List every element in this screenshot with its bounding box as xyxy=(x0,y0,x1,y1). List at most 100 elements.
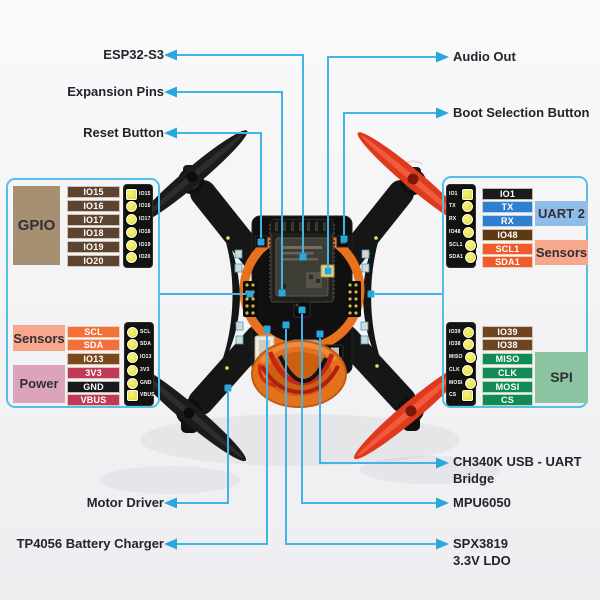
pin-row: IO15 xyxy=(67,186,120,198)
right-bottom-pin-strip: IO39 IO38 MISO CLK MOSI CS xyxy=(446,322,476,406)
pin-dot xyxy=(464,352,476,364)
pin-dot xyxy=(464,377,476,389)
pin-dot xyxy=(127,352,138,364)
pin-row: GND xyxy=(67,380,120,393)
pin-row: IO13 xyxy=(67,353,120,366)
gpio-pin-strip: IO15 IO16 IO17 IO18 IO19 IO20 xyxy=(123,184,153,268)
pin-marker: VBUS xyxy=(126,390,155,402)
pin-dot xyxy=(126,214,137,226)
expansion-header-right xyxy=(346,281,361,317)
pin-row: SDA1 xyxy=(482,256,533,269)
callout-reset-button: Reset Button xyxy=(83,125,164,140)
right-bottom-rows: IO39 IO38 MISO CLK MOSI CS xyxy=(482,325,533,407)
pin-row: IO39 xyxy=(482,325,533,338)
callout-spx3819-line2: 3.3V LDO xyxy=(453,552,511,568)
callout-ch340k-line1: CH340K USB - UART xyxy=(453,454,582,469)
pin-dot xyxy=(127,390,138,402)
left-bottom-pin-strip: SCL SDA IO13 3V3 GND VBUS xyxy=(124,322,155,406)
pin-marker: IO39 xyxy=(448,326,474,338)
sensors-left-title: Sensors xyxy=(13,325,65,351)
pin-marker: IO16 xyxy=(125,201,151,213)
pin-dot xyxy=(127,364,138,376)
pin-row: IO16 xyxy=(67,199,120,212)
pin-dot xyxy=(462,364,473,376)
power-title: Power xyxy=(13,364,65,403)
pin-dot xyxy=(126,188,137,200)
pin-row: VBUS xyxy=(67,394,120,407)
pin-marker: IO19 xyxy=(125,239,151,251)
right-top-pin-strip: IO1 TX RX IO48 SCL1 SDA1 xyxy=(446,184,477,268)
battery xyxy=(251,340,347,408)
pin-row: RX xyxy=(482,215,533,228)
pin-row: 3V3 xyxy=(67,366,120,379)
left-bottom-rows: SCL SDA IO13 3V3 GND VBUS xyxy=(67,325,120,407)
pin-row: IO18 xyxy=(67,227,120,240)
pin-marker: TX xyxy=(448,201,474,213)
pin-dot xyxy=(462,188,473,200)
callout-audio-out: Audio Out xyxy=(453,49,516,64)
pin-marker: IO1 xyxy=(448,188,474,200)
drone-shadow xyxy=(100,466,240,494)
callout-spx3819-line1: SPX3819 xyxy=(453,536,508,551)
pin-row: IO48 xyxy=(482,228,533,241)
pin-marker: IO48 xyxy=(448,226,474,238)
pin-marker: IO18 xyxy=(125,226,151,238)
pin-marker: SCL xyxy=(126,326,152,338)
pin-row: MISO xyxy=(482,353,533,366)
pin-row: MOSI xyxy=(482,380,533,393)
right-top-rows: IO1 TX RX IO48 SCL1 SDA1 xyxy=(482,187,533,269)
gpio-title: GPIO xyxy=(13,186,60,265)
pin-dot xyxy=(127,377,138,389)
mpu6050-chip xyxy=(293,301,311,318)
pin-row: CS xyxy=(482,394,533,407)
right-pinout-panel xyxy=(442,176,588,408)
callout-motor-driver: Motor Driver xyxy=(86,495,164,510)
pin-marker: MISO xyxy=(448,352,476,364)
callout-tp4056: TP4056 Battery Charger xyxy=(16,536,164,551)
pin-dot xyxy=(465,252,477,264)
pin-marker: IO20 xyxy=(125,252,151,264)
pin-marker: MOSI xyxy=(448,377,476,389)
pin-marker: IO15 xyxy=(125,188,151,200)
pin-row: SDA xyxy=(67,339,120,352)
audio-out-connector xyxy=(320,264,335,278)
boot-button xyxy=(336,235,350,248)
pin-marker: SDA1 xyxy=(448,252,477,264)
pin-row: IO19 xyxy=(67,241,120,254)
pin-dot xyxy=(127,339,138,351)
pin-dot xyxy=(126,226,137,238)
pin-dot xyxy=(462,390,473,402)
pin-dot xyxy=(126,252,137,264)
expansion-header-left xyxy=(243,281,258,317)
pin-dot xyxy=(462,339,474,351)
esp32-module xyxy=(269,219,335,303)
pin-dot xyxy=(126,239,137,251)
pin-dot xyxy=(462,326,474,338)
pin-row: TX xyxy=(482,201,533,214)
gpio-rows: IO15 IO16 IO17 IO18 IO19 IO20 xyxy=(67,186,120,267)
pin-row: CLK xyxy=(482,366,533,379)
pin-marker: SDA xyxy=(126,339,152,351)
callout-spx3819: SPX3819 3.3V LDO xyxy=(453,536,511,570)
pin-row: IO38 xyxy=(482,339,533,352)
pin-marker: IO13 xyxy=(126,352,152,364)
callout-expansion-pins: Expansion Pins xyxy=(67,84,164,99)
callout-boot-selection-button: Boot Selection Button xyxy=(453,105,590,120)
uart2-title: UART 2 xyxy=(535,200,588,226)
pin-dot xyxy=(462,201,473,213)
pin-marker: CS xyxy=(448,390,474,402)
pin-dot xyxy=(462,226,474,238)
callout-mpu6050: MPU6050 xyxy=(453,495,511,510)
pin-dot xyxy=(464,239,476,251)
left-pinout-panel xyxy=(6,178,160,408)
reset-button xyxy=(254,235,268,248)
spi-title: SPI xyxy=(535,351,588,403)
pin-row: IO1 xyxy=(482,187,533,200)
pin-marker: CLK xyxy=(448,364,474,376)
pin-dot xyxy=(462,214,473,226)
sensors-right-title: Sensors xyxy=(535,240,588,265)
pin-row: SCL1 xyxy=(482,242,533,255)
pin-marker: 3V3 xyxy=(126,364,152,376)
pin-row: SCL xyxy=(67,325,120,338)
